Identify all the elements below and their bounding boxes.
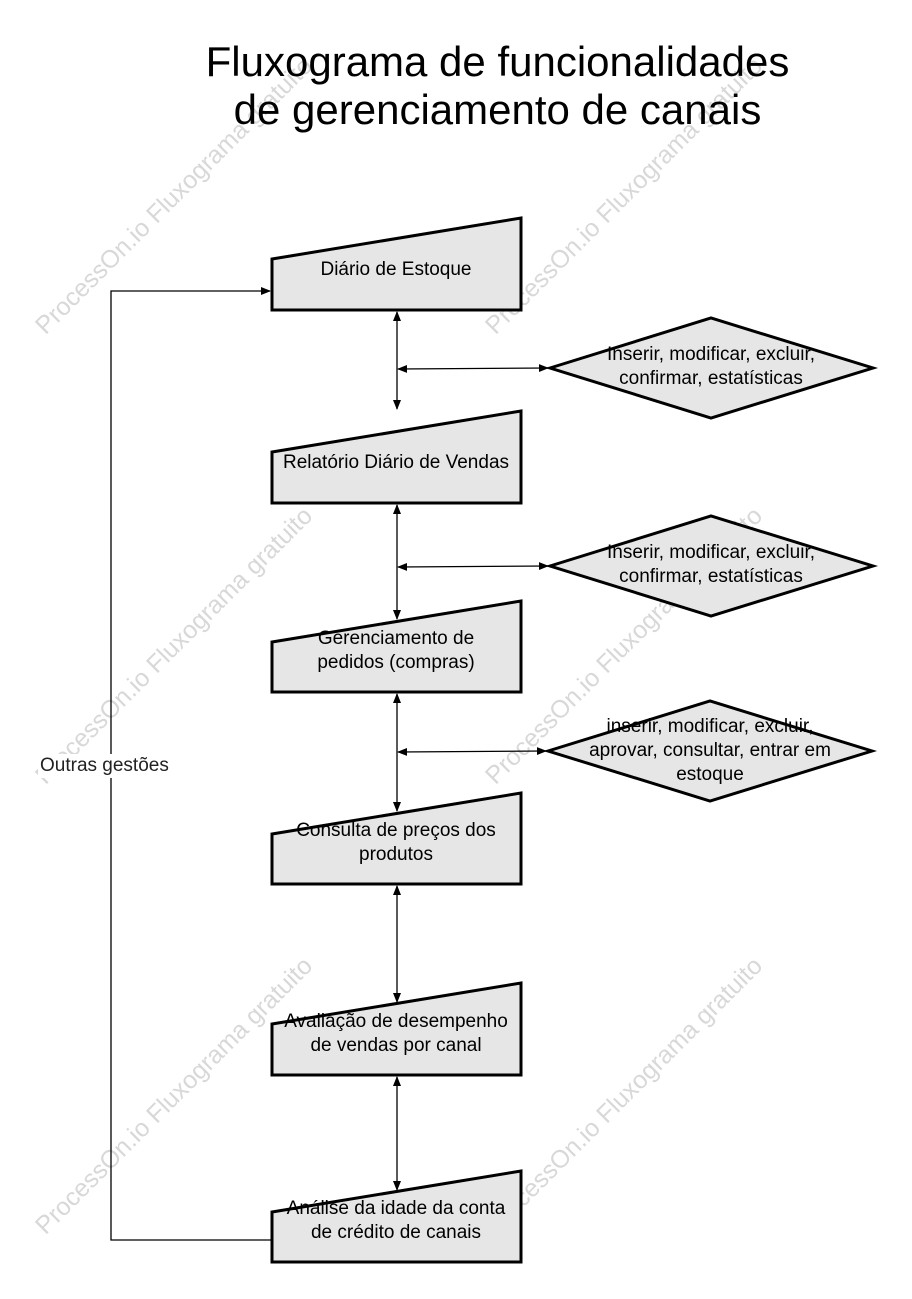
node-label-line-1: Consulta de preços dos [296, 820, 496, 841]
node-shape-avaliacao [270, 981, 523, 1077]
decision-label-line-1: Inserir, modificar, excluir, [606, 344, 816, 365]
node-avaliacao-desempenho: Avaliação de desempenho de vendas por ca… [262, 1009, 530, 1059]
decision-label-line-2: confirmar, estatísticas [619, 368, 803, 389]
node-label-line-2: pedidos (compras) [317, 652, 475, 673]
decision-label-line-2: confirmar, estatísticas [619, 566, 803, 587]
title-line-1: Fluxograma de funcionalidades [205, 38, 790, 85]
node-shape-vendas [270, 409, 523, 505]
decision-label-line-1: inserir, modificar, excluir, [606, 716, 814, 737]
decision-label-line-2: aprovar, consultar, entrar em [589, 740, 831, 761]
decision-2: Inserir, modificar, excluir, confirmar, … [560, 540, 862, 590]
node-diario-estoque: Diário de Estoque [262, 255, 530, 285]
node-label-line-2: produtos [359, 844, 433, 865]
decision-shape-2 [544, 514, 879, 618]
node-label-line-1: Análise da idade da conta [286, 1198, 506, 1219]
decision-3: inserir, modificar, excluir, aprovar, co… [556, 713, 864, 789]
node-consulta-precos: Consulta de preços dos produtos [262, 818, 530, 868]
node-label-line-1: Gerenciamento de [317, 628, 475, 649]
connector-decision-2 [397, 562, 549, 571]
decision-1: Inserir, modificar, excluir, confirmar, … [560, 342, 862, 392]
node-shape-precos [270, 791, 523, 886]
node-label-line-2: de vendas por canal [310, 1035, 482, 1056]
decision-shape-3 [542, 699, 878, 803]
node-shape-pedidos [270, 599, 523, 694]
node-label: Diário de Estoque [320, 259, 472, 280]
node-shape-credito [270, 1169, 523, 1264]
node-relatorio-vendas: Relatório Diário de Vendas [262, 448, 530, 478]
node-label-line-1: Avaliação de desempenho [284, 1011, 508, 1032]
title-line-2: de gerenciamento de canais [233, 86, 762, 133]
node-shape-estoque [270, 216, 523, 312]
decision-shape-1 [544, 316, 879, 420]
decision-label-line-3: estoque [676, 764, 744, 785]
node-label: Relatório Diário de Vendas [282, 452, 510, 473]
diagram-title: Fluxograma de funcionalidades de gerenci… [100, 38, 895, 134]
connector-decision-3 [397, 747, 547, 756]
node-label-line-2: de crédito de canais [310, 1222, 482, 1243]
connector-decision-1 [397, 364, 549, 373]
decision-label-line-1: Inserir, modificar, excluir, [606, 542, 816, 563]
node-analise-credito: Análise da idade da conta de crédito de … [262, 1196, 530, 1246]
node-gerenciamento-pedidos: Gerenciamento de pedidos (compras) [262, 626, 530, 676]
side-label-outras-gestoes: Outras gestões [38, 754, 171, 778]
